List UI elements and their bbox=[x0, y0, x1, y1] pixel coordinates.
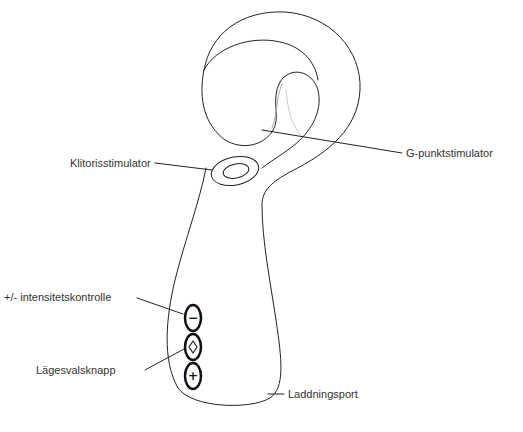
arm-joint bbox=[262, 140, 300, 168]
mode-button bbox=[185, 334, 201, 360]
part-label: G-punktstimulator bbox=[406, 147, 493, 160]
leader-line bbox=[145, 349, 184, 370]
part-label: Lägesvalsknapp bbox=[36, 364, 116, 377]
leader-line bbox=[155, 163, 212, 170]
part-label: Klitorisstimulator bbox=[70, 157, 151, 170]
minus-button bbox=[185, 305, 201, 331]
arm-shading bbox=[272, 84, 282, 128]
leader-line bbox=[262, 130, 402, 153]
part-label: Laddningsport bbox=[288, 388, 358, 401]
body-outline bbox=[167, 12, 360, 406]
mode-symbol bbox=[189, 341, 197, 353]
plus-button bbox=[185, 363, 201, 389]
leader-line bbox=[137, 298, 183, 314]
g-spot-arm bbox=[202, 70, 319, 146]
button-symbol: + bbox=[186, 370, 200, 382]
part-label: +/- intensitetskontrolle bbox=[4, 291, 111, 304]
arm-shading bbox=[286, 90, 300, 135]
clitoral-stimulator bbox=[209, 152, 262, 189]
button-symbol: − bbox=[186, 312, 200, 324]
arm-top bbox=[204, 40, 318, 80]
leader-line bbox=[268, 394, 284, 395]
suction-opening bbox=[222, 161, 250, 180]
